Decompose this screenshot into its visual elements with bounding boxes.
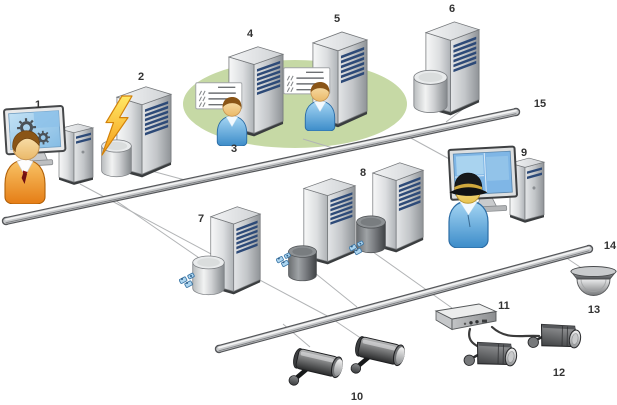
label-8: 8 [360,167,366,179]
dome-cam-icon [570,266,617,296]
camera-cable [490,325,541,338]
connector-line [309,268,358,308]
label-6: 6 [449,3,455,15]
connector-line [79,183,332,319]
label-3: 3 [231,143,237,155]
cyl-light-icon [192,255,225,296]
label-5: 5 [334,13,340,25]
cyl-light-icon [413,69,448,114]
encoder-icon [435,303,497,330]
label-1: 1 [35,99,41,111]
connector-line [330,317,366,342]
cyl-dark-icon [288,245,317,282]
label-14: 14 [604,240,617,252]
box-cam-icon [527,319,584,357]
label-2: 2 [138,71,144,83]
network-buses [1,107,594,354]
label-13: 13 [588,304,600,316]
label-7: 7 [198,213,204,225]
bullet-cam-icon [288,347,345,395]
label-10: 10 [351,391,363,403]
label-11: 11 [498,300,510,312]
device-icons [3,21,617,395]
label-9: 9 [521,147,527,159]
bus-14 [214,244,594,354]
connector-line [408,136,454,162]
label-12: 12 [553,367,565,379]
label-15: 15 [534,98,546,110]
bullet-cam-icon [350,335,407,383]
cyl-dark-icon [356,215,386,254]
connector-line [111,197,206,263]
bus-15 [1,107,521,226]
connector-line [372,251,453,309]
label-4: 4 [247,28,254,40]
valves-icon [179,272,196,289]
